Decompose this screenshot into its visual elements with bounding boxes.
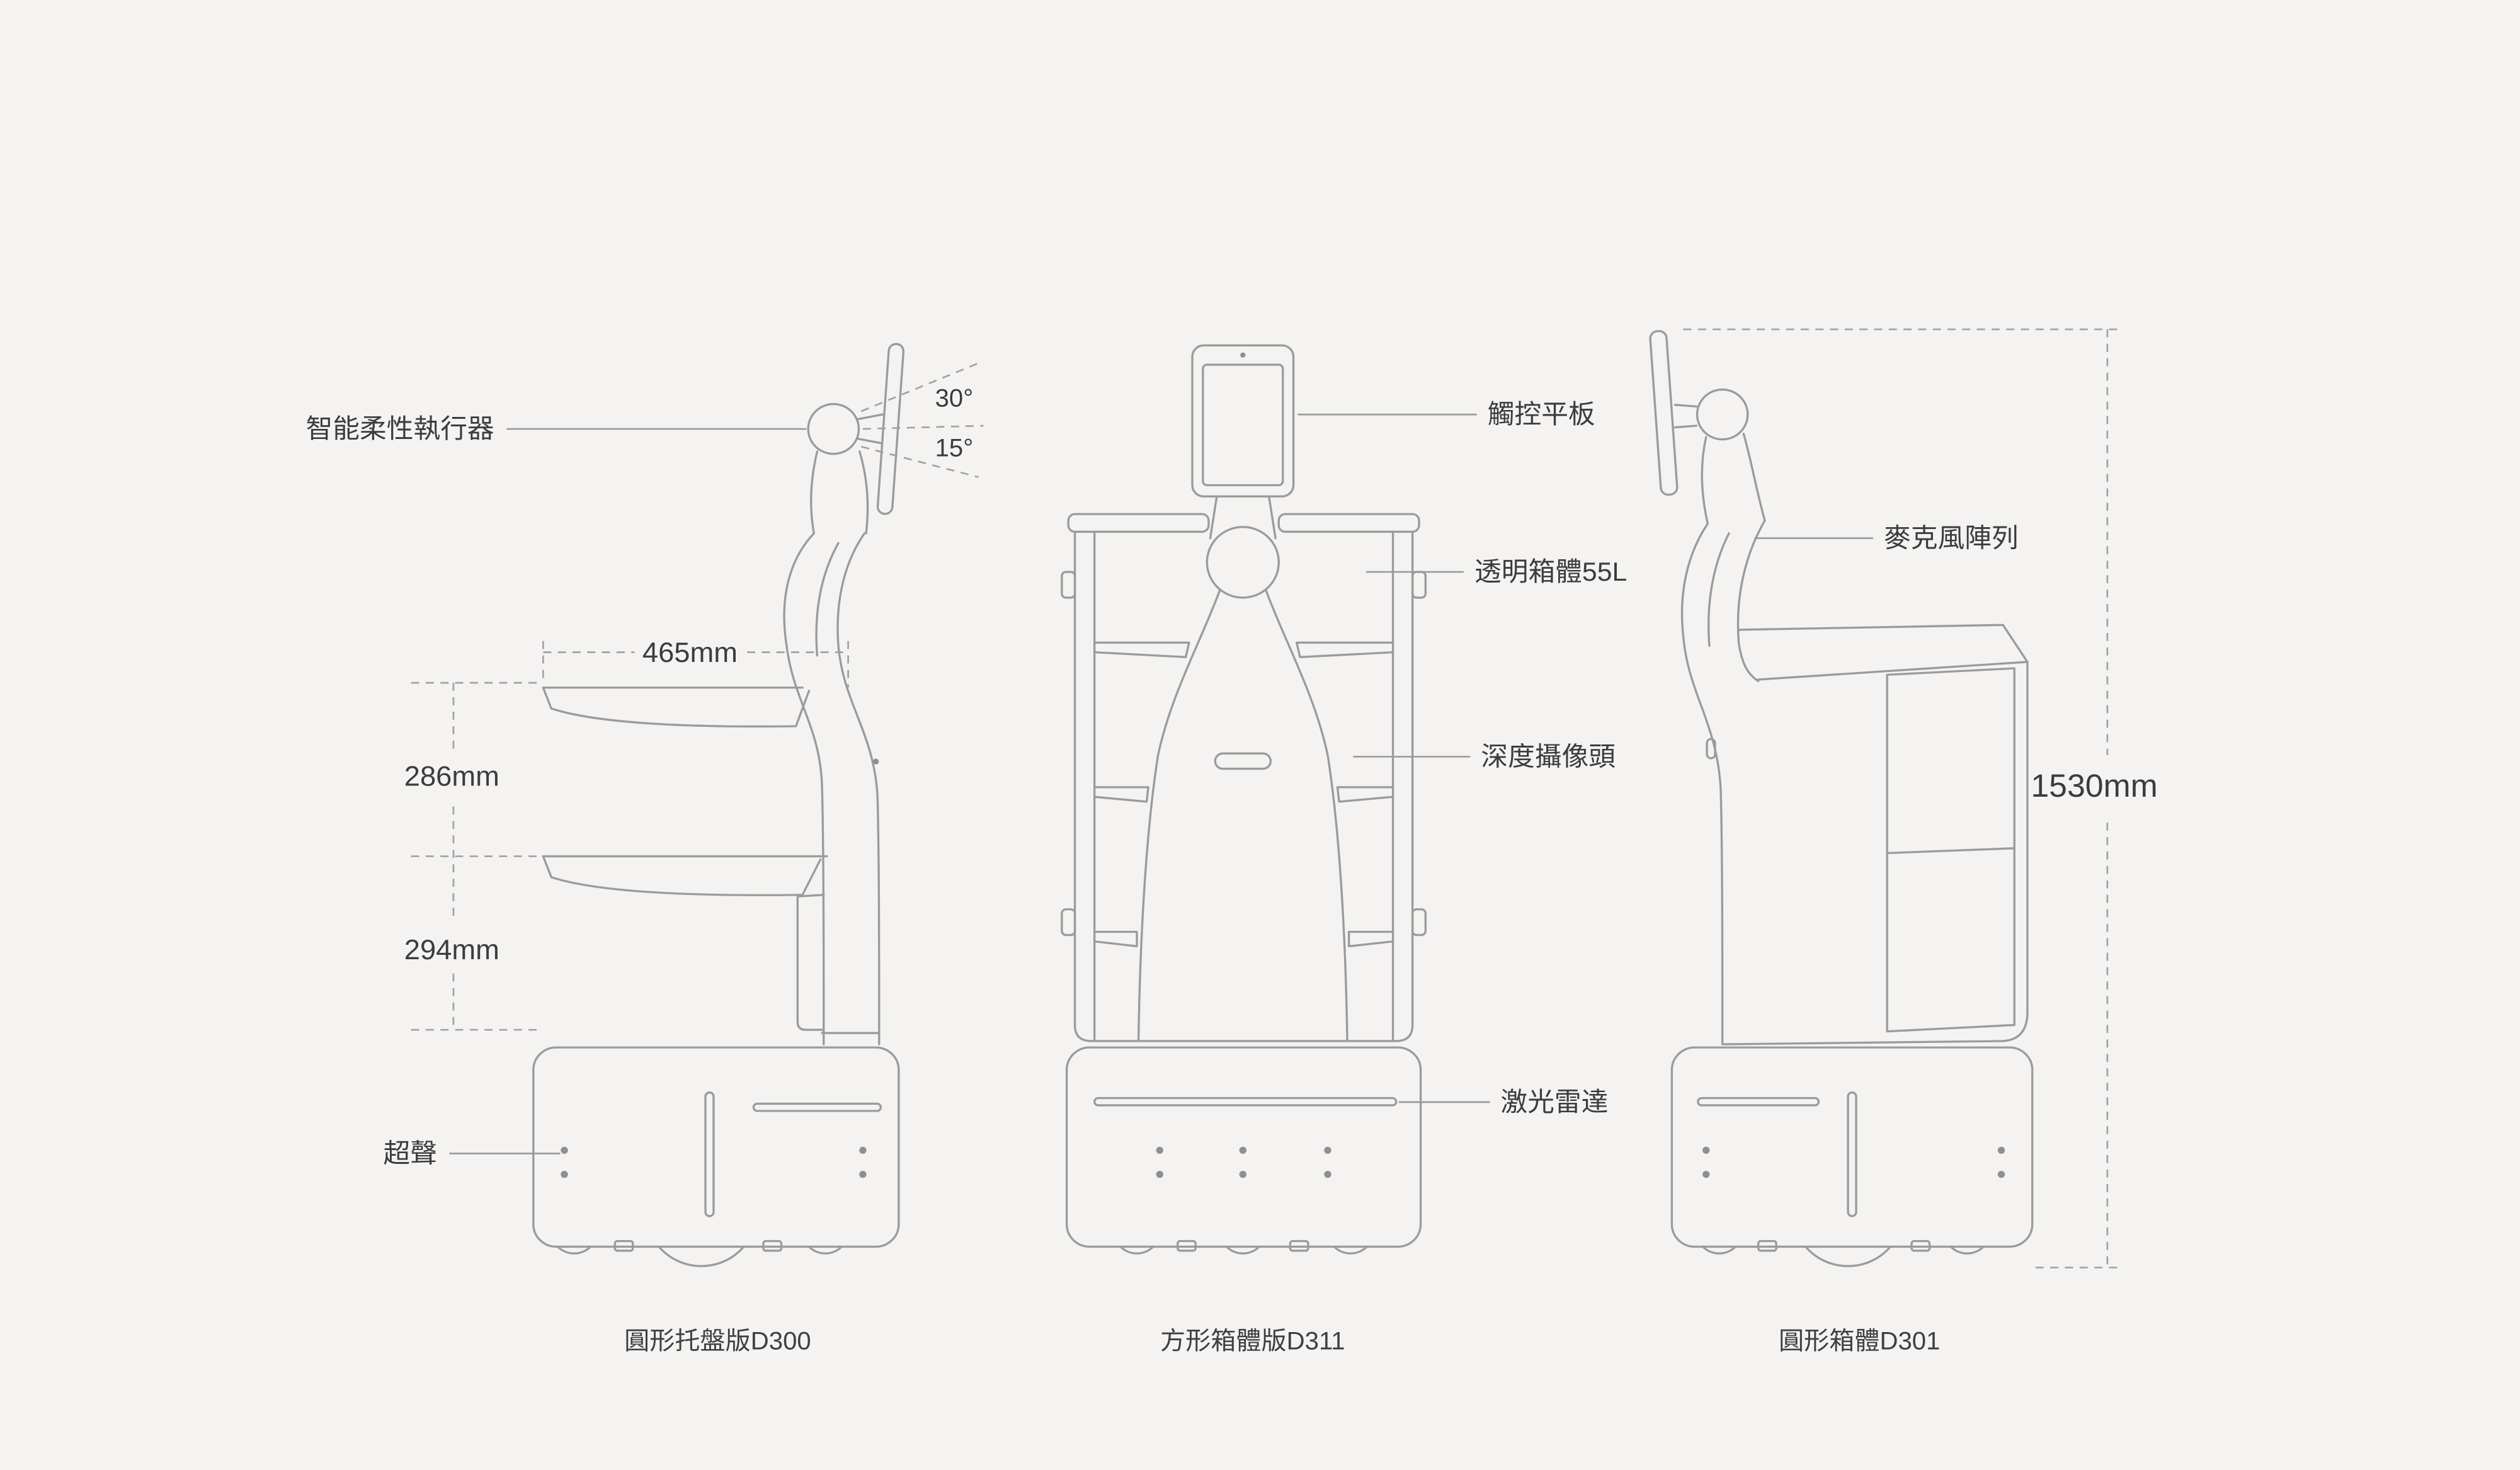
d301-display-mount	[1673, 404, 1697, 429]
d300-neck	[810, 450, 869, 535]
tray-width-dim-lines	[542, 641, 849, 688]
d300-base-slot	[704, 1091, 715, 1217]
d311-hinge-top-left	[1061, 571, 1076, 599]
caption-d300: 圓形托盤版D300	[624, 1328, 811, 1355]
d311-neck-joint	[1206, 526, 1280, 599]
d311-hinge-bottom-left	[1061, 908, 1076, 937]
d311-wheels	[1119, 1245, 1368, 1255]
d301-base	[1670, 1046, 2034, 1248]
d311-tablet	[1191, 344, 1295, 498]
label-tilt-down: 15°	[935, 435, 974, 462]
caption-d301: 圓形箱體D301	[1779, 1328, 1940, 1355]
d301-cabinet	[1723, 624, 2029, 1046]
d300-ultrasonic-dots	[561, 1146, 867, 1178]
label-mic-array: 麥克風陣列	[1884, 523, 2019, 553]
d311-annotations: 觸控平板 透明箱體55L 深度攝像頭 激光雷達 方形箱體版D311	[1160, 399, 1627, 1355]
d301-caster-left	[1757, 1239, 1777, 1252]
d300-robot-drawing	[532, 343, 905, 1267]
d300-caster-right	[762, 1239, 783, 1252]
d311-hinge-top-right	[1411, 571, 1427, 599]
d301-robot-drawing	[1649, 330, 2034, 1267]
label-gap-lower: 294mm	[404, 933, 499, 966]
d300-flexible-actuator-joint	[807, 402, 860, 455]
d301-depth-camera-notch	[1706, 738, 1716, 760]
d301-lidar-slot	[1697, 1097, 1820, 1107]
d300-wheels	[556, 1245, 843, 1267]
d311-robot-drawing	[1061, 344, 1427, 1255]
d301-wheels	[1701, 1245, 1985, 1267]
d301-caster-right	[1910, 1239, 1931, 1252]
label-tilt-up: 30°	[935, 385, 974, 413]
d301-display-panel	[1649, 330, 1679, 496]
label-transparent-cabinet: 透明箱體55L	[1474, 557, 1627, 586]
d300-annotations: 智能柔性執行器 30° 15° 465mm 286mm 294mm 超聲 圓形托…	[306, 362, 984, 1355]
label-ultrasonic: 超聲	[384, 1139, 437, 1168]
d311-sensor-dots	[1156, 1146, 1331, 1178]
d311-neck	[1209, 495, 1277, 540]
label-touch-tablet: 觸控平板	[1488, 399, 1595, 429]
d300-base-sensor-strip	[752, 1102, 882, 1112]
d301-ultrasonic-dots	[1702, 1146, 2005, 1178]
d311-shelves	[1093, 641, 1394, 948]
d300-caster-left	[613, 1239, 634, 1252]
d300-base	[532, 1046, 900, 1248]
label-lidar: 激光雷達	[1500, 1087, 1608, 1117]
tilt-angle-rays	[860, 362, 984, 478]
d301-flexible-actuator-joint	[1696, 388, 1749, 441]
d300-lower-compartment	[796, 894, 879, 1034]
caption-d311: 方形箱體版D311	[1160, 1328, 1345, 1355]
label-smart-actuator: 智能柔性執行器	[306, 414, 494, 443]
d311-tablet-screen	[1202, 363, 1284, 487]
d311-hinge-bottom-right	[1411, 908, 1427, 937]
d301-base-slot	[1847, 1091, 1857, 1217]
d300-tray-upper	[542, 687, 811, 728]
label-gap-upper: 286mm	[404, 760, 499, 792]
d301-neck	[1701, 433, 1766, 525]
d300-spine-button	[872, 758, 879, 765]
tray-gap-dim-lines	[411, 681, 544, 1031]
label-height: 1530mm	[2031, 768, 2157, 804]
d300-display-mount	[856, 413, 884, 445]
d311-lidar-slot	[1093, 1097, 1398, 1107]
label-depth-camera: 深度攝像頭	[1481, 742, 1616, 772]
label-tray-width: 465mm	[642, 636, 738, 668]
d311-base	[1065, 1046, 1422, 1248]
d311-depth-camera-slot	[1214, 752, 1272, 770]
d311-cabinet-rim-right	[1277, 513, 1420, 533]
d311-caster-left	[1177, 1239, 1197, 1252]
d300-tray-lower	[542, 855, 828, 896]
d311-center-tower	[1137, 588, 1348, 1042]
d311-caster-right	[1289, 1239, 1309, 1252]
d301-spine-column	[1680, 519, 1766, 1046]
d300-spine-column	[783, 532, 881, 1046]
d311-tablet-camera	[1240, 352, 1246, 358]
d301-annotations: 麥克風陣列 1530mm 圓形箱體D301	[1683, 328, 2158, 1355]
d311-cabinet-rim-left	[1067, 513, 1210, 533]
